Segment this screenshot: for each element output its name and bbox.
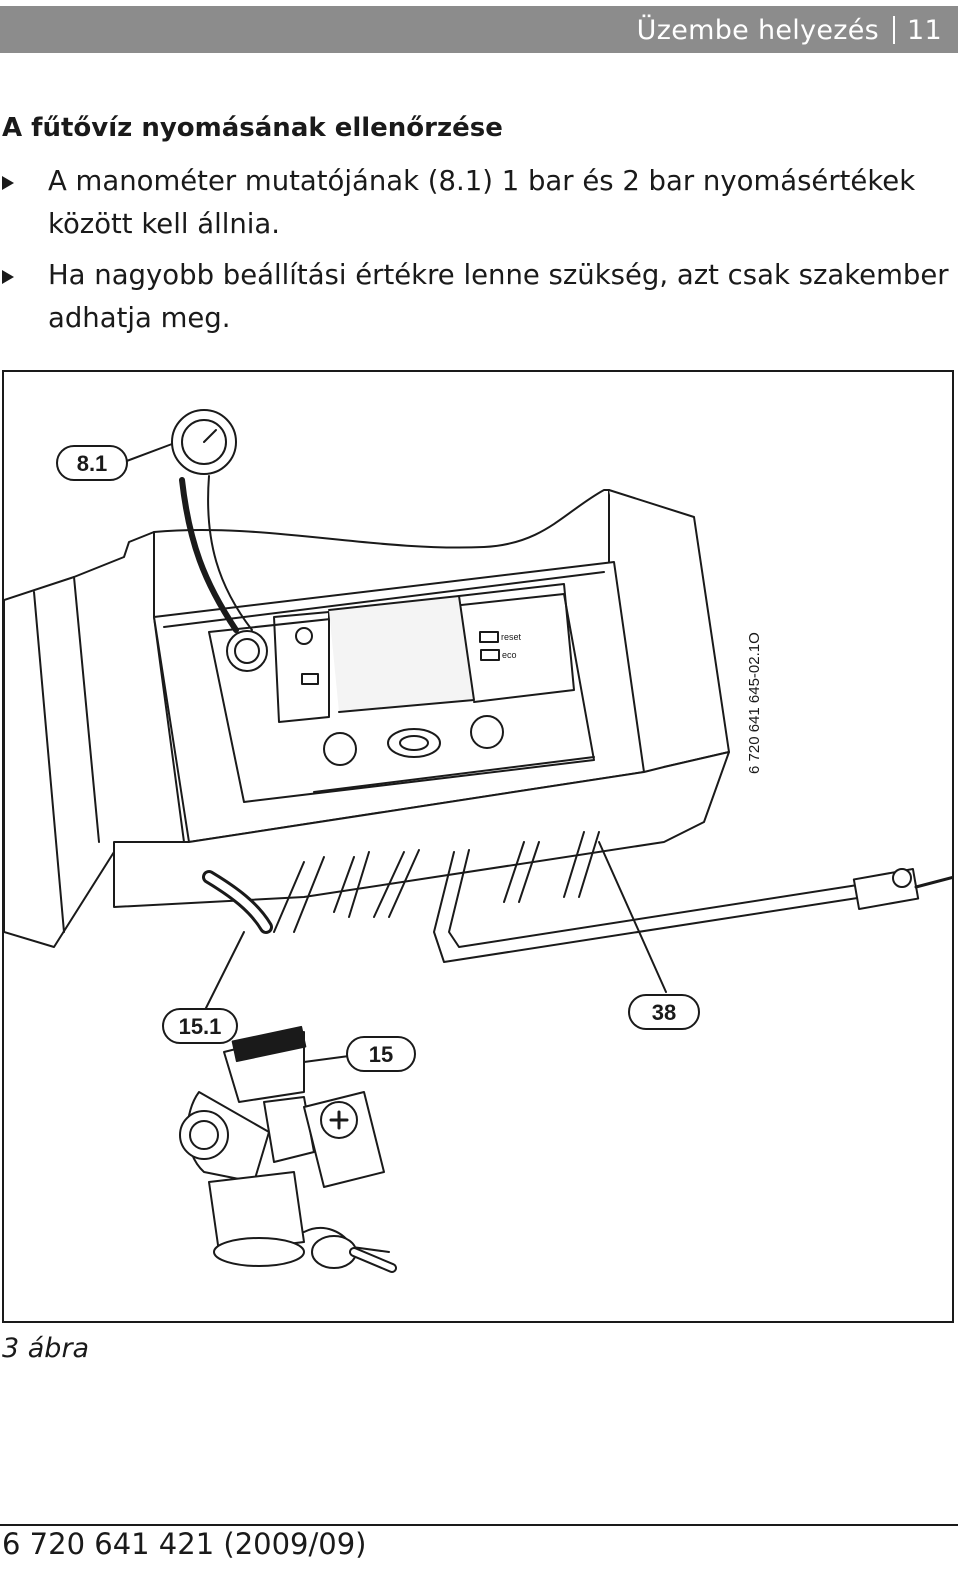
bullet-arrow-icon [2, 176, 14, 190]
callout-manometer: 8.1 [56, 445, 128, 481]
boiler-illustration: reset eco [4, 409, 952, 1273]
page-number: 11 [907, 15, 942, 46]
figure-frame: reset eco [2, 370, 954, 1323]
figure-id: 6 720 641 645-02.1O [746, 632, 763, 774]
footer-doc-number: 6 720 641 421 (2009/09) [2, 1527, 367, 1561]
header-text: Üzembe helyezés 11 [637, 15, 942, 46]
eco-label: eco [502, 650, 517, 660]
footer-rule [0, 1524, 958, 1526]
figure-caption: 3 ábra [2, 1333, 90, 1364]
page-header: Üzembe helyezés 11 [0, 6, 958, 53]
callout-valve: 15 [346, 1036, 416, 1072]
bullet-arrow-icon [2, 270, 14, 284]
callout-connection: 38 [628, 994, 700, 1030]
section-title: A fűtővíz nyomásának ellenőrzése [2, 113, 503, 143]
callout-drain-hose: 15.1 [162, 1008, 238, 1044]
reset-label: reset [501, 632, 522, 642]
bullet-text: Ha nagyobb beállítási értékre lenne szük… [48, 259, 949, 334]
header-section: Üzembe helyezés [636, 15, 880, 46]
bullet-text: A manométer mutatójának (8.1) 1 bar és 2… [48, 165, 916, 240]
header-separator [893, 16, 896, 44]
